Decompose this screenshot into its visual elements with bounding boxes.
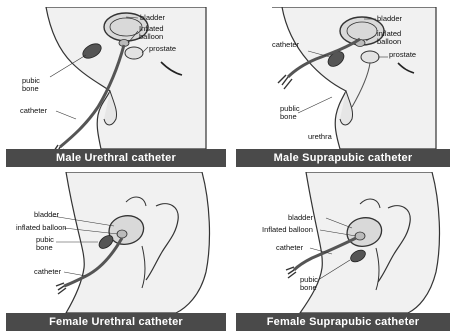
label-bladder: bladder: [288, 214, 313, 222]
label-catheter: catheter: [34, 268, 61, 276]
panel-female-urethral: bladder inflated balloon pubic bone cath…: [6, 172, 226, 331]
panel-male-suprapubic: bladder inflated balloon prostate cathet…: [236, 7, 450, 167]
label-pubic-bone: pubic bone: [22, 77, 52, 93]
label-bladder: bladder: [140, 14, 165, 22]
label-inflated-balloon: inflated balloon: [16, 224, 66, 232]
label-inflated-balloon: Inflated balloon: [262, 226, 313, 234]
label-bladder: bladder: [34, 211, 59, 219]
label-catheter: catheter: [272, 41, 299, 49]
label-pubic-bone: pubic bone: [300, 276, 324, 292]
label-catheter: catheter: [20, 107, 47, 115]
label-prostate: prostate: [149, 45, 176, 53]
female-suprapubic-illustration: [236, 172, 450, 331]
label-inflated-balloon: inflated balloon: [377, 30, 417, 46]
caption-female-suprapubic: Female Suprapubic catheter: [236, 313, 450, 331]
male-suprapubic-illustration: [236, 7, 450, 167]
label-pubic-bone: public bone: [280, 105, 306, 121]
label-catheter: catheter: [276, 244, 303, 252]
panel-female-suprapubic: bladder Inflated balloon catheter pubic …: [236, 172, 450, 331]
caption-male-suprapubic: Male Suprapubic catheter: [236, 149, 450, 167]
label-inflated-balloon: Inflated balloon: [139, 25, 183, 41]
label-bladder: bladder: [377, 15, 402, 23]
label-urethra: urethra: [308, 133, 332, 141]
panel-male-urethral: bladder Inflated balloon prostate pubic …: [6, 7, 226, 167]
label-pubic-bone: pubic bone: [36, 236, 60, 252]
caption-female-urethral: Female Urethral catheter: [6, 313, 226, 331]
caption-male-urethral: Male Urethral catheter: [6, 149, 226, 167]
label-prostate: prostate: [389, 51, 416, 59]
